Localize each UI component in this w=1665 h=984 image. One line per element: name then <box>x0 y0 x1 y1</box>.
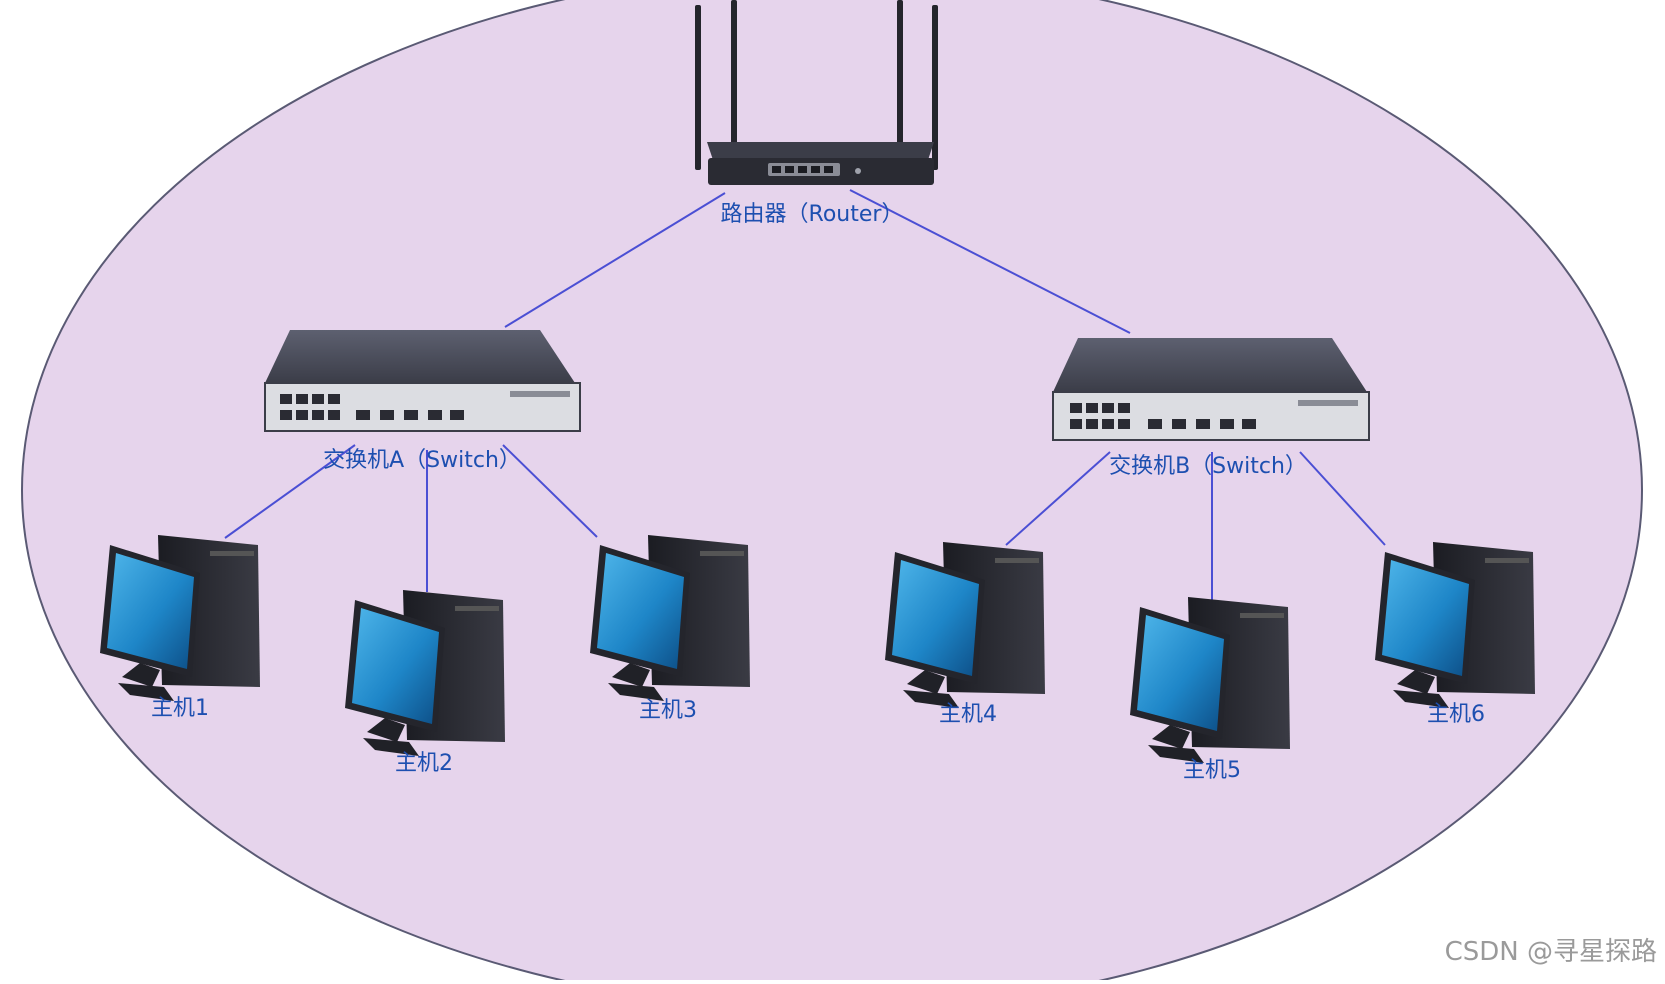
host-3 <box>590 535 750 701</box>
links <box>224 189 1386 600</box>
host-6-label: 主机6 <box>1427 702 1485 727</box>
router-antenna <box>731 0 737 155</box>
switch-b-ports <box>1070 403 1256 429</box>
switch-b <box>1052 338 1370 441</box>
host-6 <box>1375 542 1535 708</box>
switch-a-top <box>265 330 575 383</box>
switch-a <box>264 330 581 432</box>
switch-a-ports <box>280 394 464 420</box>
host-5 <box>1130 597 1290 763</box>
host-4-label: 主机4 <box>939 702 997 727</box>
switch-b-front <box>1052 391 1370 441</box>
router-antenna <box>932 5 938 170</box>
switch-b-label: 交换机B（Switch） <box>1109 454 1307 479</box>
router-antenna <box>695 5 701 170</box>
router <box>695 0 938 185</box>
watermark: CSDN @寻星探路 <box>1444 937 1657 967</box>
host-4 <box>885 542 1045 708</box>
host-1-label: 主机1 <box>151 696 209 721</box>
link-switch-b-host6 <box>1299 451 1386 546</box>
host-3-label: 主机3 <box>639 698 697 723</box>
router-body-top <box>707 142 934 160</box>
hosts-layer <box>100 535 1535 763</box>
link-router-switch-b <box>849 189 1131 334</box>
link-switch-a-host3 <box>502 444 598 538</box>
host-5-label: 主机5 <box>1183 758 1241 783</box>
router-antenna <box>897 0 903 155</box>
switch-a-label: 交换机A（Switch） <box>323 448 521 473</box>
host-1 <box>100 535 260 701</box>
router-label: 路由器（Router） <box>720 202 904 227</box>
link-switch-a-host1 <box>224 444 356 539</box>
switch-b-top <box>1053 338 1367 392</box>
host-2 <box>345 590 505 756</box>
link-switch-b-host4 <box>1005 451 1111 546</box>
switch-a-front <box>264 382 581 432</box>
link-router-switch-a <box>504 192 726 328</box>
host-2-label: 主机2 <box>395 751 453 776</box>
